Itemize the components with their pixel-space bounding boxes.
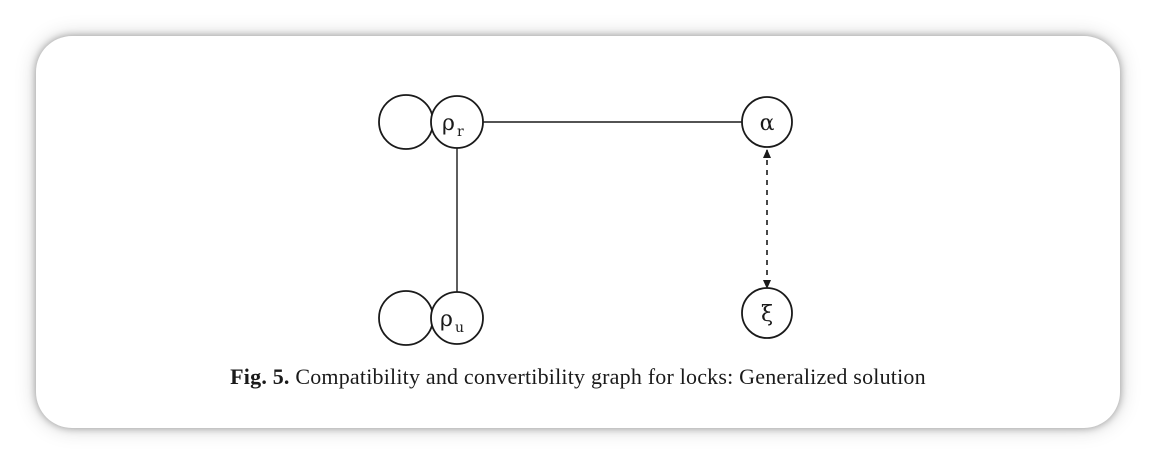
- empty-circle: [378, 94, 434, 150]
- node-rho-r-symbol: ρ: [442, 111, 455, 136]
- node-alpha-circle: [741, 96, 793, 148]
- node-rho-u-circle: [430, 291, 484, 345]
- node-rho-r: ρ r: [378, 94, 484, 150]
- figure-card: [36, 36, 1120, 428]
- node-rho-u-subscript: u: [455, 320, 464, 336]
- node-alpha: α: [741, 96, 793, 148]
- node-rho-u-symbol: ρ: [440, 307, 453, 332]
- caption-text: Compatibility and convertibility graph f…: [295, 364, 926, 389]
- node-rho-u: ρ u: [378, 290, 484, 346]
- node-xi-symbol: ξ: [761, 302, 773, 327]
- node-alpha-symbol: α: [760, 111, 775, 136]
- node-xi: ξ: [741, 287, 793, 339]
- node-rho-r-circle: [430, 95, 484, 149]
- figure-number: Fig. 5.: [230, 364, 290, 389]
- empty-circle: [378, 290, 434, 346]
- node-rho-r-subscript: r: [457, 124, 464, 140]
- figure-caption: Fig. 5. Compatibility and convertibility…: [0, 364, 1156, 390]
- node-xi-circle: [741, 287, 793, 339]
